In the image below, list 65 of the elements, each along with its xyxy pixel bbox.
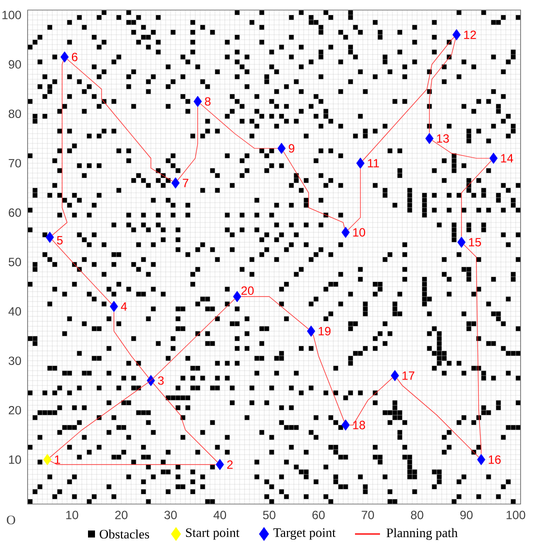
point-number: 9 — [288, 144, 294, 153]
path-line — [362, 36, 454, 161]
point-number: 13 — [437, 134, 449, 143]
path-line — [241, 296, 309, 330]
tick-label: 40 — [214, 510, 226, 520]
origin-label: O — [6, 516, 16, 524]
path-line — [66, 58, 173, 182]
point-number: 5 — [57, 236, 63, 244]
path-line — [350, 378, 393, 426]
tick-label: 70 — [8, 158, 22, 168]
path-line — [464, 244, 482, 454]
point-number: 1 — [54, 455, 60, 464]
path-line — [177, 106, 198, 181]
point-number: 3 — [158, 376, 164, 385]
path-line — [52, 240, 112, 304]
point-number: 7 — [182, 178, 188, 188]
tick-label: 60 — [8, 208, 22, 217]
legend-label: Obstacles — [100, 529, 150, 539]
point-number: 12 — [464, 30, 476, 39]
legend-label: Planning path — [386, 528, 458, 540]
tick-label: 50 — [8, 258, 22, 266]
point-number: 2 — [227, 460, 233, 469]
path-line — [432, 140, 490, 159]
tick-label: 50 — [263, 510, 276, 520]
point-number: 14 — [501, 154, 514, 162]
path-line — [52, 60, 68, 236]
tick-label: 100 — [2, 10, 22, 20]
tick-label: 60 — [312, 510, 325, 520]
path-line — [461, 160, 492, 237]
tick-label: 80 — [8, 110, 22, 118]
tick-label: 30 — [164, 510, 177, 520]
path-line — [429, 38, 456, 134]
legend-label: Target point — [273, 528, 336, 540]
point-number: 16 — [488, 455, 501, 464]
path-line — [348, 168, 361, 230]
tick-label: 20 — [8, 406, 22, 414]
legend-label: Start point — [186, 528, 240, 540]
point-number: 6 — [72, 52, 78, 62]
point-number: 18 — [353, 420, 366, 430]
point-number: 17 — [402, 372, 414, 380]
point-number: 10 — [353, 228, 366, 237]
tick-label: 70 — [362, 510, 374, 520]
tick-label: 10 — [9, 455, 22, 464]
tick-label: 80 — [410, 510, 424, 520]
path-line — [200, 103, 278, 149]
tick-label: 90 — [8, 60, 22, 69]
tick-label: 30 — [8, 356, 22, 366]
point-number: 19 — [318, 326, 331, 336]
point-number: 11 — [368, 159, 379, 168]
tick-label: 100 — [506, 510, 526, 520]
path-line — [152, 382, 218, 462]
point-number: 4 — [120, 302, 127, 311]
tick-label: 10 — [66, 510, 78, 520]
point-number: 15 — [469, 238, 481, 246]
path-line — [50, 298, 235, 458]
path-line — [50, 460, 216, 465]
path-line — [312, 334, 344, 422]
point-number: 20 — [241, 286, 254, 295]
path-line — [283, 151, 345, 228]
tick-label: 40 — [8, 307, 22, 316]
tick-label: 90 — [460, 510, 473, 520]
point-number: 8 — [204, 97, 211, 106]
path-line — [396, 378, 480, 458]
tick-label: 20 — [115, 510, 128, 520]
path-line — [114, 312, 149, 378]
